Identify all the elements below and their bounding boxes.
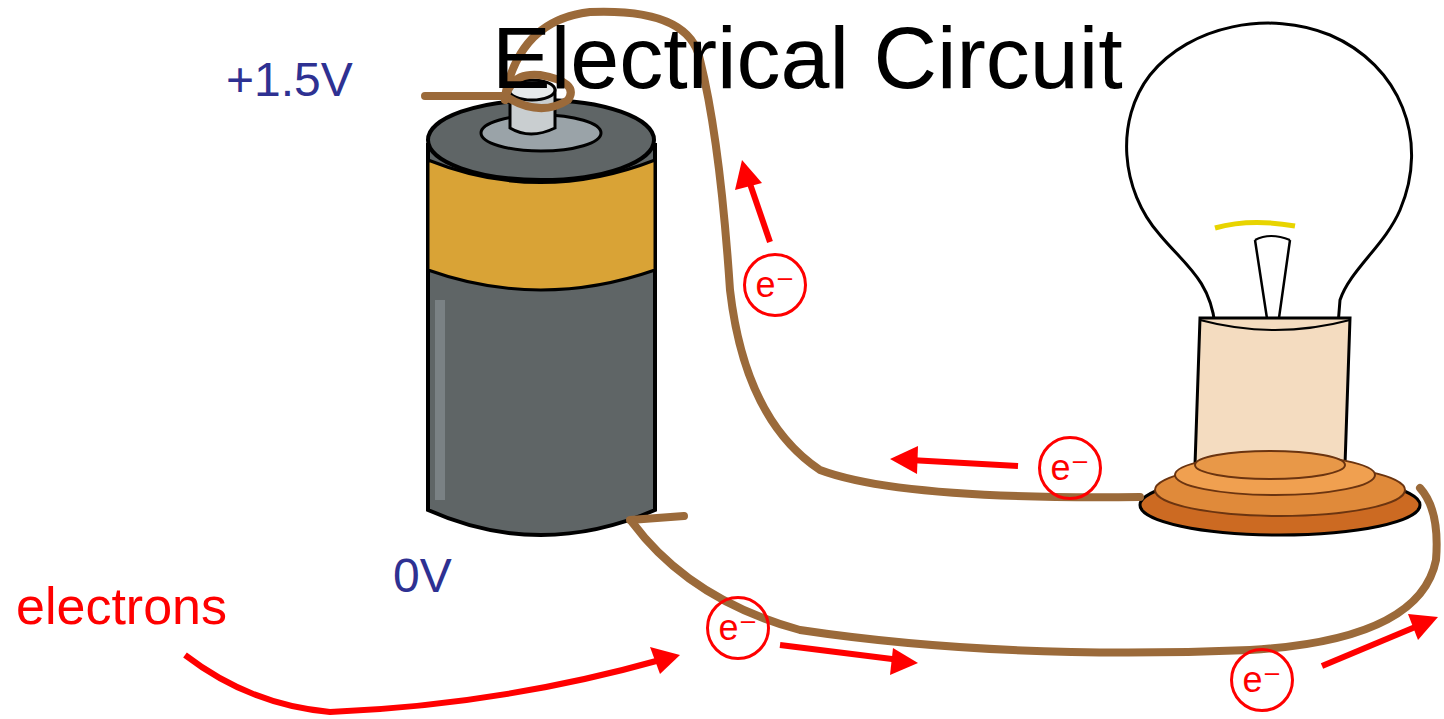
wire	[425, 12, 1437, 653]
electron-symbol: e⁻	[1050, 450, 1089, 486]
electron-symbol: e⁻	[718, 610, 757, 646]
electron-symbol: e⁻	[755, 267, 794, 303]
electron-arrow	[185, 178, 1420, 712]
title: Electrical Circuit	[492, 14, 1123, 102]
voltage-label: 0V	[393, 552, 452, 600]
electrons-label: electrons	[16, 580, 227, 632]
voltage-label: +1.5V	[226, 56, 353, 104]
electron-circle: e⁻	[1230, 648, 1294, 712]
arrow-head	[650, 160, 1438, 675]
electron-circle: e⁻	[706, 596, 770, 660]
electron-circle: e⁻	[743, 253, 807, 317]
battery	[428, 80, 655, 535]
electron-circle: e⁻	[1038, 436, 1102, 500]
light-bulb	[1127, 23, 1420, 535]
electron-symbol: e⁻	[1242, 662, 1281, 698]
